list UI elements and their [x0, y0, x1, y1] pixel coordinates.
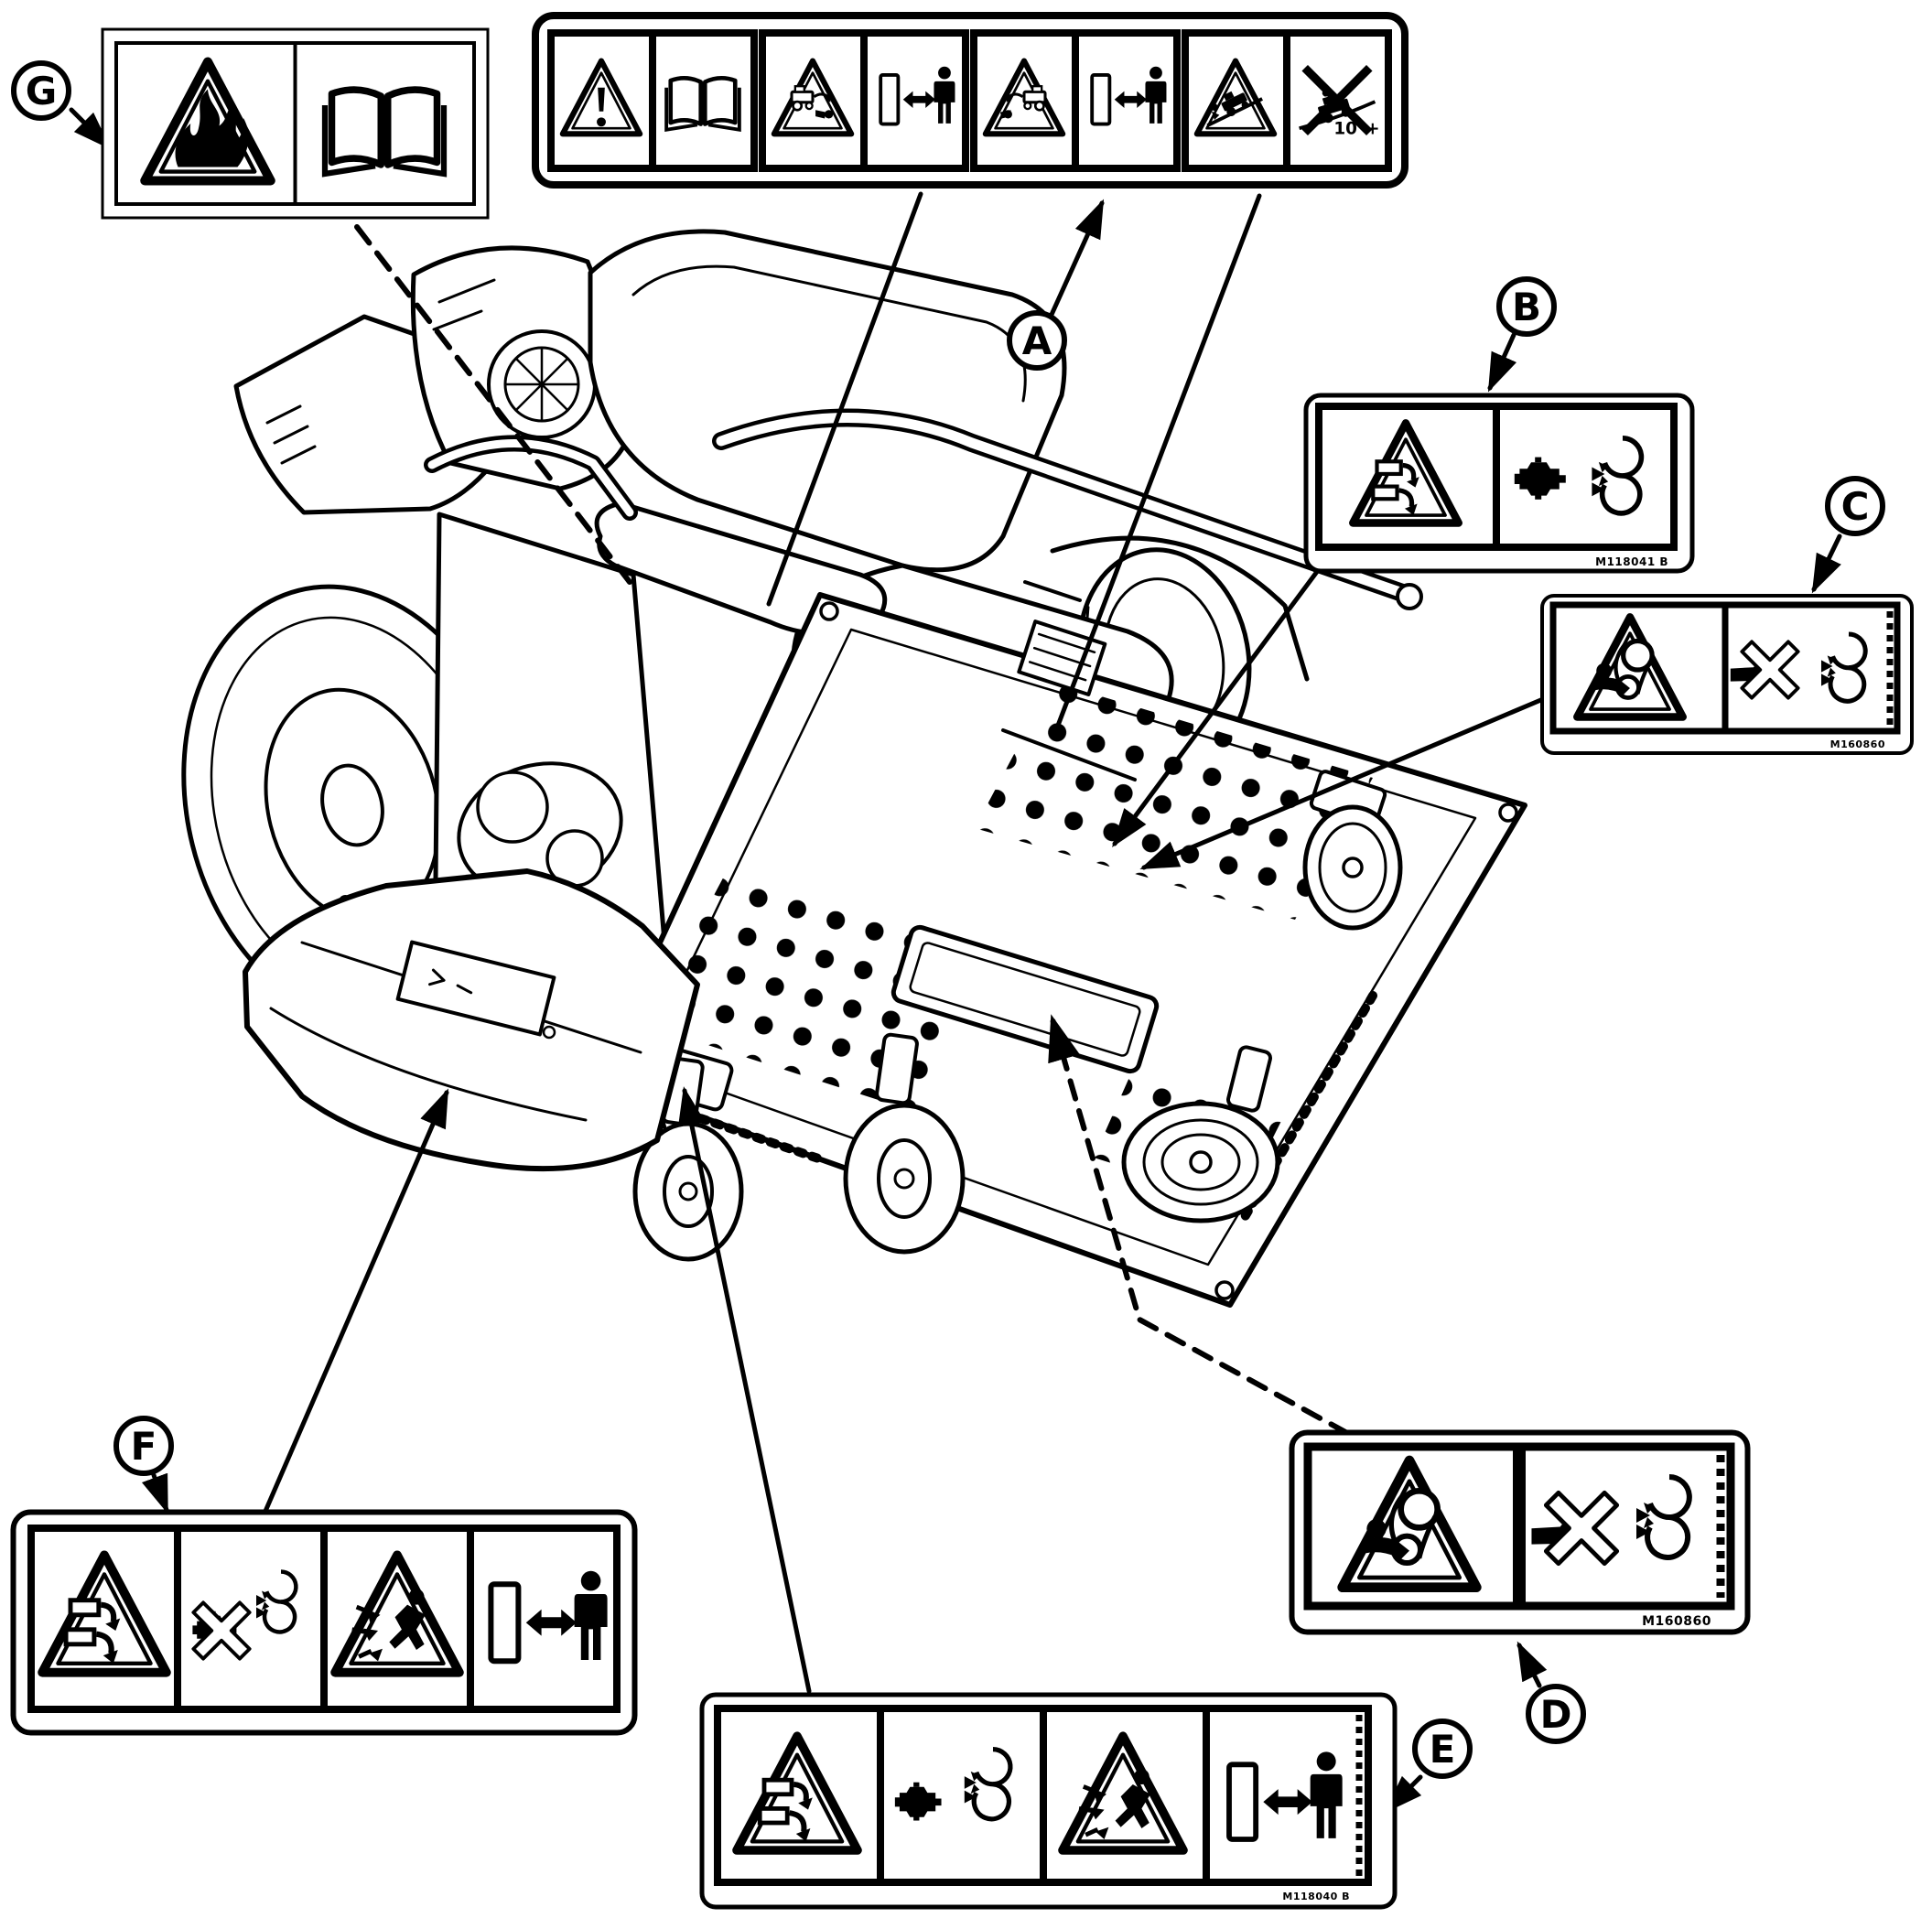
leader-c [1139, 696, 1546, 870]
gauge-wheel-right [1302, 770, 1403, 931]
deck-slot [890, 924, 1160, 1074]
decal-g [101, 27, 490, 220]
engine [410, 245, 640, 491]
discharge-deflector [243, 868, 700, 1172]
no-operation-on-slope-over-10-icon: 10°+ [1299, 65, 1379, 138]
arrow-b [1487, 332, 1517, 393]
callout-b: B [1496, 276, 1557, 337]
leader-g-dashed [354, 224, 632, 585]
leader-f [261, 1088, 449, 1518]
callout-letter: C [1840, 483, 1870, 529]
callout-f: F [113, 1416, 174, 1476]
callout-letter: F [130, 1423, 157, 1469]
front-caster-middle [843, 1032, 966, 1255]
arrow-f [141, 1472, 169, 1514]
leader-b [1112, 563, 1324, 848]
callout-c: C [1825, 476, 1885, 536]
callout-letter: E [1429, 1726, 1456, 1772]
leader-a-2 [1053, 193, 1262, 733]
callout-g: G [11, 60, 71, 121]
deck-perforations [975, 682, 1373, 920]
part-number: M160860 [1830, 738, 1885, 750]
leader-a-1 [766, 191, 923, 607]
callout-d: D [1526, 1684, 1586, 1744]
part-number: M118041 B [1595, 555, 1668, 568]
decal-e: M118040 B [698, 1691, 1398, 1911]
front-caster-right [1121, 1045, 1280, 1223]
part-number: M160860 [1642, 1614, 1711, 1629]
arrow-c [1811, 533, 1842, 594]
decal-c: M160860 [1539, 593, 1915, 756]
leader-d-dashed [1048, 1014, 1350, 1436]
callout-e: E [1412, 1719, 1473, 1779]
part-number: M118040 B [1282, 1891, 1350, 1902]
leader-e [677, 1086, 812, 1694]
deflector-decal [395, 940, 556, 1037]
callout-letter: D [1539, 1691, 1572, 1737]
arrow-d [1516, 1641, 1548, 1688]
handlebar [712, 408, 1423, 610]
decal-f [9, 1508, 639, 1737]
read-manual-icon [325, 90, 444, 174]
callout-letter: G [25, 68, 58, 113]
arrow-a [1048, 199, 1105, 319]
right-fender [1050, 535, 1310, 682]
decal-a: 10°+ [531, 11, 1409, 189]
decal-b: M118041 B [1302, 392, 1696, 575]
control-lever [424, 435, 638, 521]
slope-limit-text: 10°+ [1333, 119, 1379, 138]
callout-letter: B [1511, 284, 1541, 329]
callout-a: A [1007, 310, 1067, 371]
callout-letter: A [1021, 318, 1052, 363]
decal-d: M160860 [1289, 1429, 1751, 1635]
read-manual-icon [666, 78, 739, 129]
leader-lines [69, 107, 1842, 1814]
